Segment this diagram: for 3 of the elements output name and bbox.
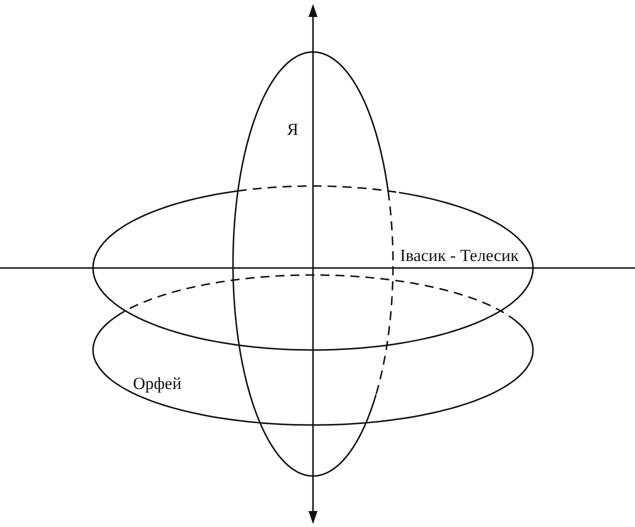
ellipse-label: Івасик - Телесик — [400, 246, 519, 266]
ellipse-label: Орфей — [133, 374, 182, 394]
ellipse-label: Я — [287, 120, 298, 140]
